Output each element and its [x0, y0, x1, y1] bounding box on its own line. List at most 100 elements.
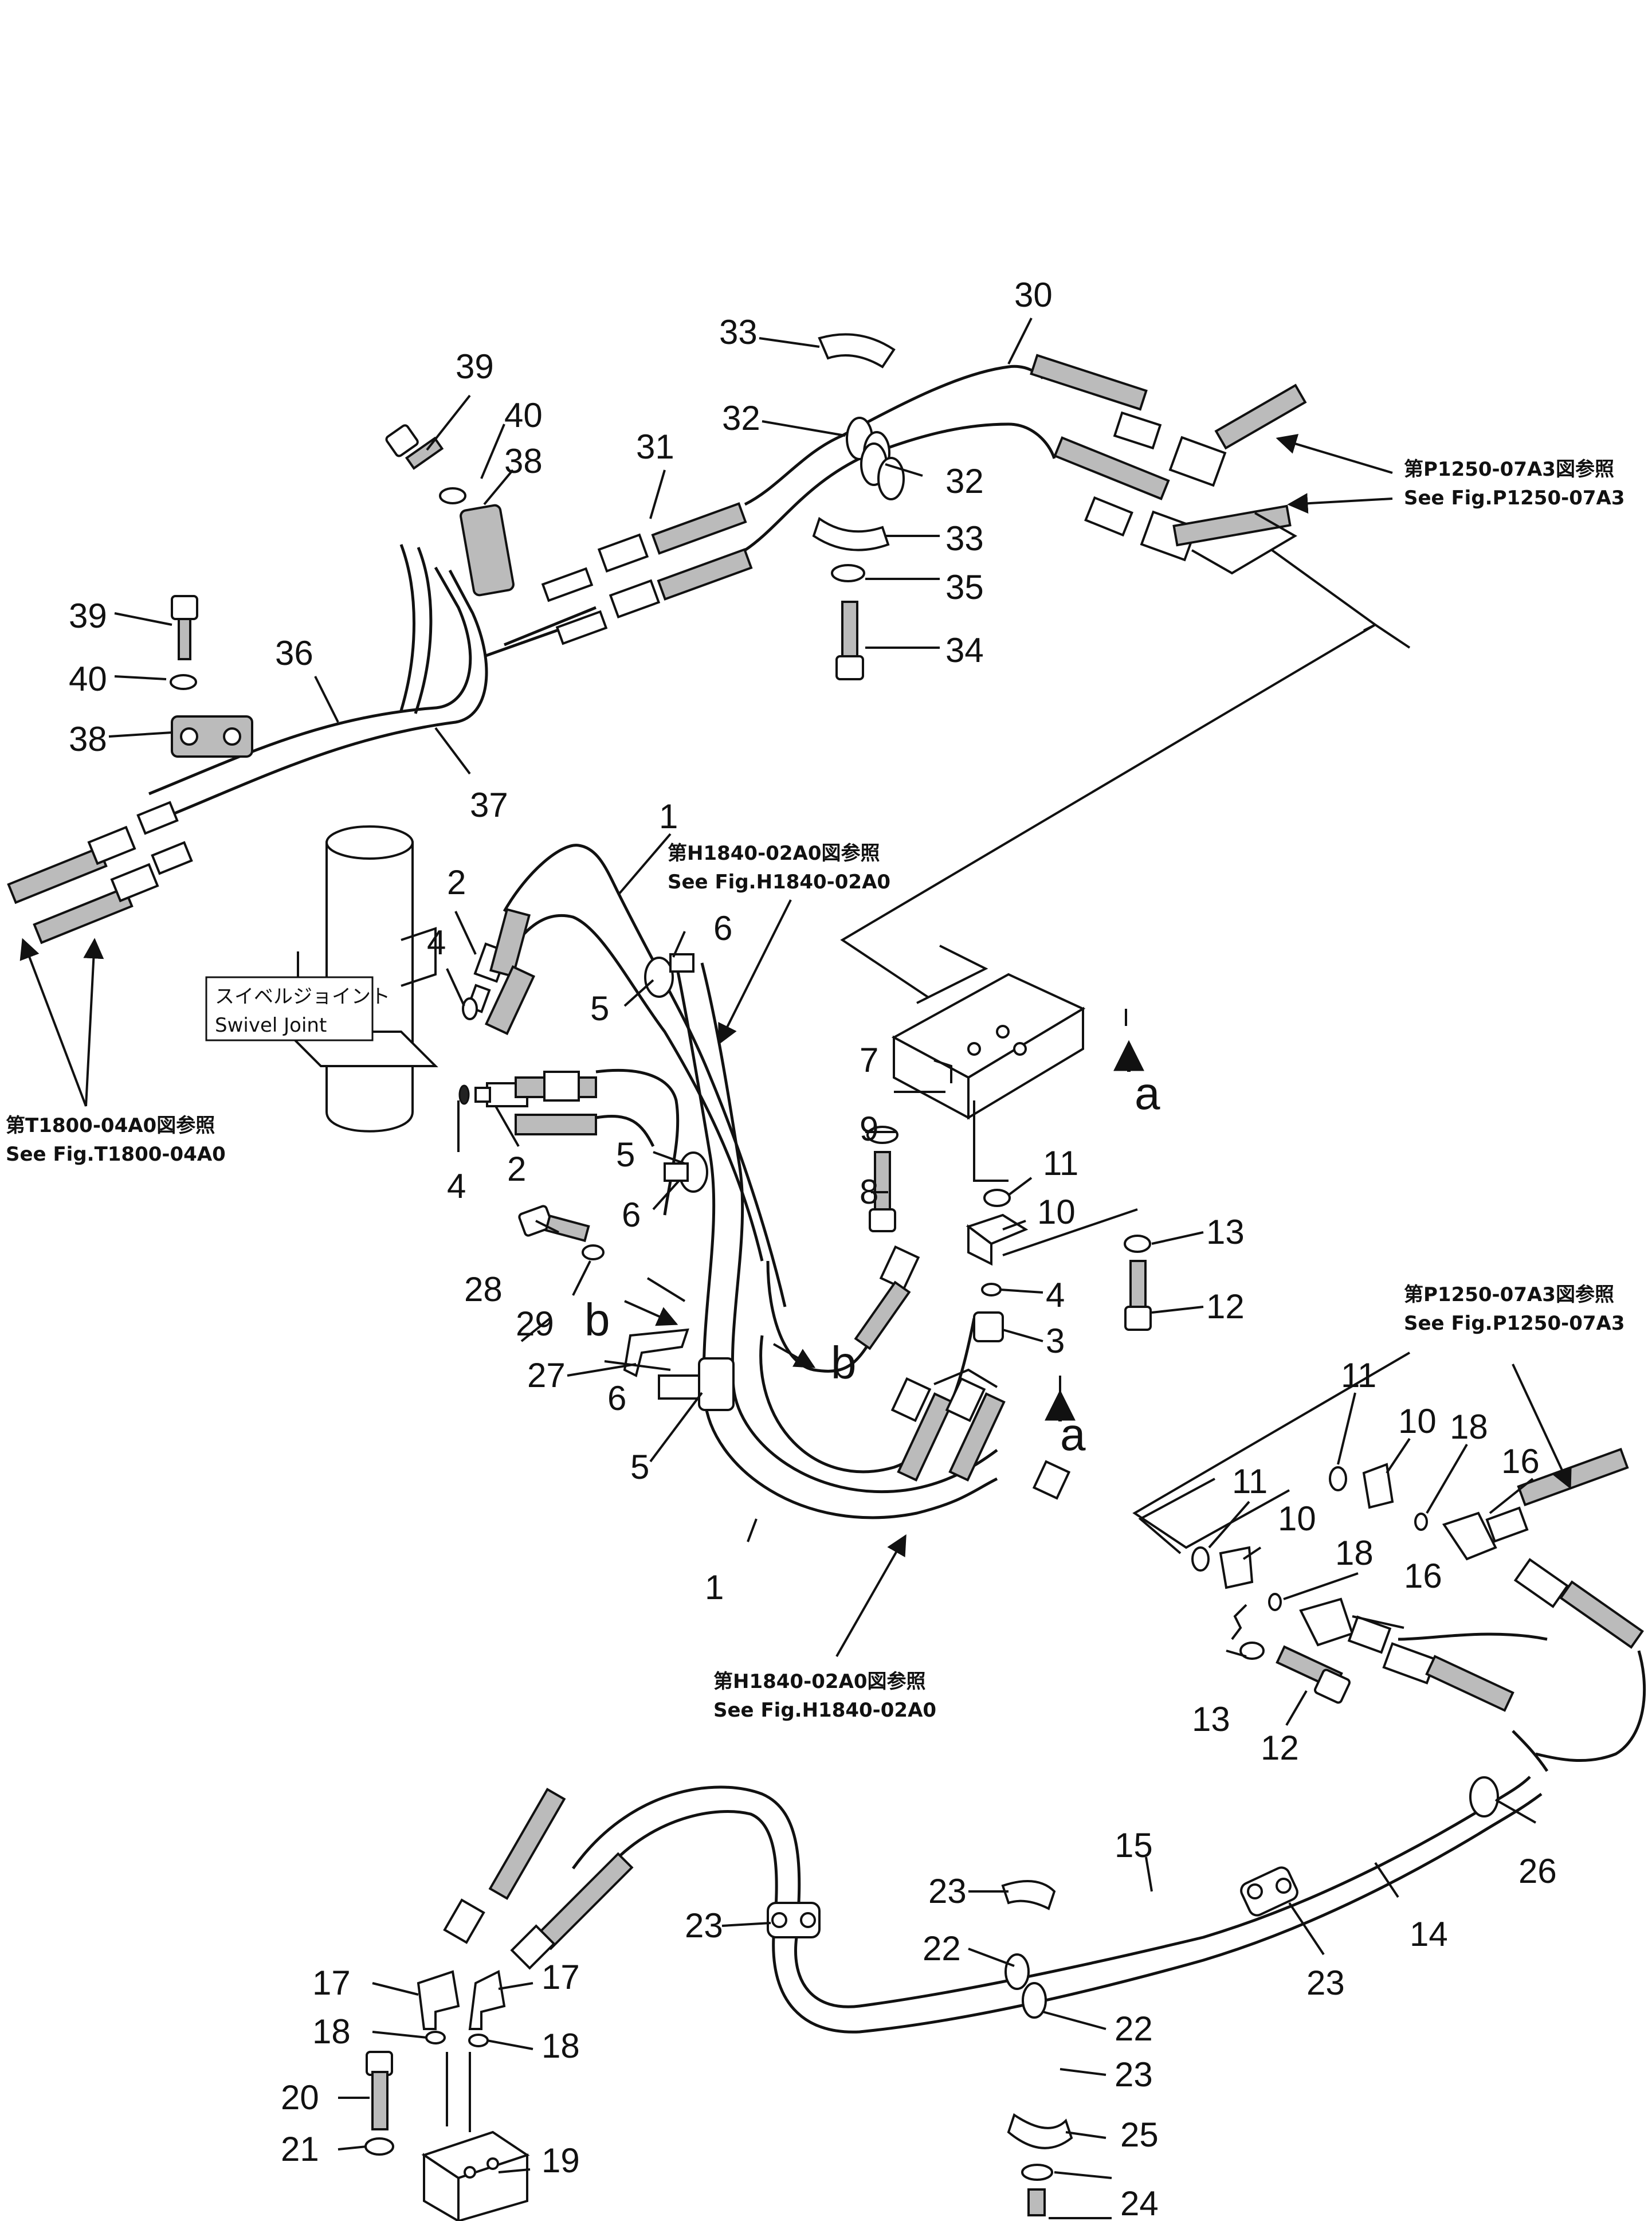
clamp-set-30: [812, 333, 905, 680]
callout-31: 31: [636, 428, 674, 466]
callout-2-b: 2: [507, 1150, 526, 1188]
callout-30: 30: [1014, 276, 1053, 314]
clamps-22-23: [767, 1776, 1499, 2216]
callout-28: 28: [464, 1270, 503, 1309]
clamp-set-left: [170, 595, 253, 758]
callout-32-b: 32: [945, 462, 984, 500]
callout-13-b: 13: [1192, 1700, 1230, 1738]
callout-15: 15: [1115, 1826, 1153, 1864]
swivel-joint-label-en: Swivel Joint: [215, 1014, 327, 1037]
ref-h1840-en-bottom: See Fig.H1840-02A0: [713, 1699, 936, 1722]
callout-23-b: 23: [685, 1906, 723, 1945]
callout-24: 24: [1120, 2184, 1159, 2221]
callout-9: 9: [860, 1110, 878, 1148]
view-markers: a a b b: [584, 1068, 1160, 1460]
callout-18-d: 18: [541, 2027, 580, 2065]
callout-10-b: 10: [1398, 1402, 1437, 1440]
callout-22-b: 22: [1115, 2010, 1153, 2048]
ref-h1840-jp-top: 第H1840-02A0図参照: [668, 842, 880, 865]
callout-21: 21: [281, 2130, 319, 2168]
clamp-set-upper: [385, 424, 515, 597]
callout-33: 33: [719, 313, 758, 351]
callout-6: 6: [713, 909, 732, 947]
callout-17-b: 17: [541, 1958, 580, 1996]
callout-18-c: 18: [312, 2012, 351, 2051]
ref-p1250-jp-right: 第P1250-07A3図参照: [1404, 1283, 1614, 1306]
callout-6-c: 6: [607, 1379, 626, 1417]
callout-1: 1: [659, 797, 678, 836]
callout-23-d: 23: [1115, 2055, 1153, 2094]
callout-4-b: 4: [447, 1167, 466, 1205]
ref-p1250-en-top: See Fig.P1250-07A3: [1404, 487, 1625, 510]
ref-p1250-en-right: See Fig.P1250-07A3: [1404, 1312, 1625, 1335]
view-marker-a-upper: a: [1135, 1068, 1160, 1119]
clamps-5-6: [644, 953, 735, 1411]
callout-12-b: 12: [1261, 1729, 1299, 1767]
bracket-27: [518, 1205, 689, 1377]
hoses-to-view-a: [854, 1245, 1071, 1500]
view-marker-b-left: b: [584, 1294, 610, 1345]
view-marker-a-lower: a: [1060, 1409, 1086, 1460]
callout-2: 2: [447, 863, 466, 902]
callout-3: 3: [1046, 1322, 1065, 1360]
callout-16: 16: [1501, 1442, 1540, 1480]
callout-27: 27: [527, 1356, 566, 1395]
callout-29: 29: [516, 1305, 554, 1343]
callout-39: 39: [456, 347, 494, 386]
block-center: [966, 1100, 1152, 1342]
callout-38: 38: [504, 442, 543, 480]
callout-4: 4: [427, 923, 446, 962]
callout-39-b: 39: [69, 597, 107, 635]
callout-40-b: 40: [69, 660, 107, 698]
callout-10-c: 10: [1278, 1499, 1316, 1538]
callout-40: 40: [504, 396, 543, 434]
callout-6-b: 6: [622, 1196, 641, 1234]
callout-5-c: 5: [630, 1448, 649, 1486]
valve-7: [866, 945, 1086, 1232]
callout-22: 22: [923, 1929, 961, 1968]
callout-5: 5: [590, 989, 609, 1028]
ref-t1800-jp: 第T1800-04A0図参照: [6, 1114, 215, 1137]
tube-assembly-30: [744, 354, 1378, 998]
callout-33-b: 33: [945, 519, 984, 558]
callout-35: 35: [945, 568, 984, 606]
callout-25: 25: [1120, 2116, 1159, 2154]
callout-7: 7: [860, 1041, 878, 1079]
callout-32: 32: [722, 399, 760, 437]
callout-11-c: 11: [1232, 1462, 1268, 1501]
ref-h1840-jp-bottom: 第H1840-02A0図参照: [713, 1670, 925, 1693]
callout-18: 18: [1450, 1408, 1488, 1446]
leader-lines: [108, 318, 1536, 2219]
callout-19: 19: [541, 2141, 580, 2180]
callout-20: 20: [281, 2078, 319, 2117]
block-right: [1132, 624, 1428, 1704]
callout-23-c: 23: [1306, 1964, 1345, 2002]
callout-36: 36: [275, 634, 313, 672]
callout-10: 10: [1037, 1193, 1076, 1231]
callout-5-b: 5: [616, 1135, 635, 1174]
callout-18-b: 18: [1335, 1534, 1374, 1572]
callout-26: 26: [1518, 1852, 1557, 1890]
callout-11-b: 11: [1341, 1356, 1376, 1395]
reference-labels: 第P1250-07A3図参照 See Fig.P1250-07A3 第H1840…: [6, 458, 1625, 1722]
callout-38-b: 38: [69, 720, 107, 758]
hose-assembly-36-37: [7, 544, 597, 945]
hose-assembly-31: [541, 502, 753, 645]
callout-11: 11: [1043, 1144, 1078, 1182]
callout-23: 23: [928, 1872, 967, 1910]
reference-arrows: [19, 434, 1572, 1657]
hose-1-middle: [515, 1069, 680, 1216]
bottom-block-19: [364, 1970, 530, 2221]
swivel-joint: [205, 825, 438, 1133]
callout-4-c: 4: [1046, 1276, 1065, 1314]
callout-12: 12: [1206, 1287, 1245, 1326]
callout-13: 13: [1206, 1213, 1245, 1251]
callout-16-b: 16: [1404, 1557, 1442, 1595]
elbows-16: [1299, 1447, 1646, 1772]
callout-8: 8: [860, 1173, 878, 1211]
callout-34: 34: [945, 631, 984, 669]
callout-17: 17: [312, 1964, 351, 2002]
ref-p1250-jp-top: 第P1250-07A3図参照: [1404, 458, 1614, 481]
tube-assembly-14-15: [443, 1776, 1543, 2034]
